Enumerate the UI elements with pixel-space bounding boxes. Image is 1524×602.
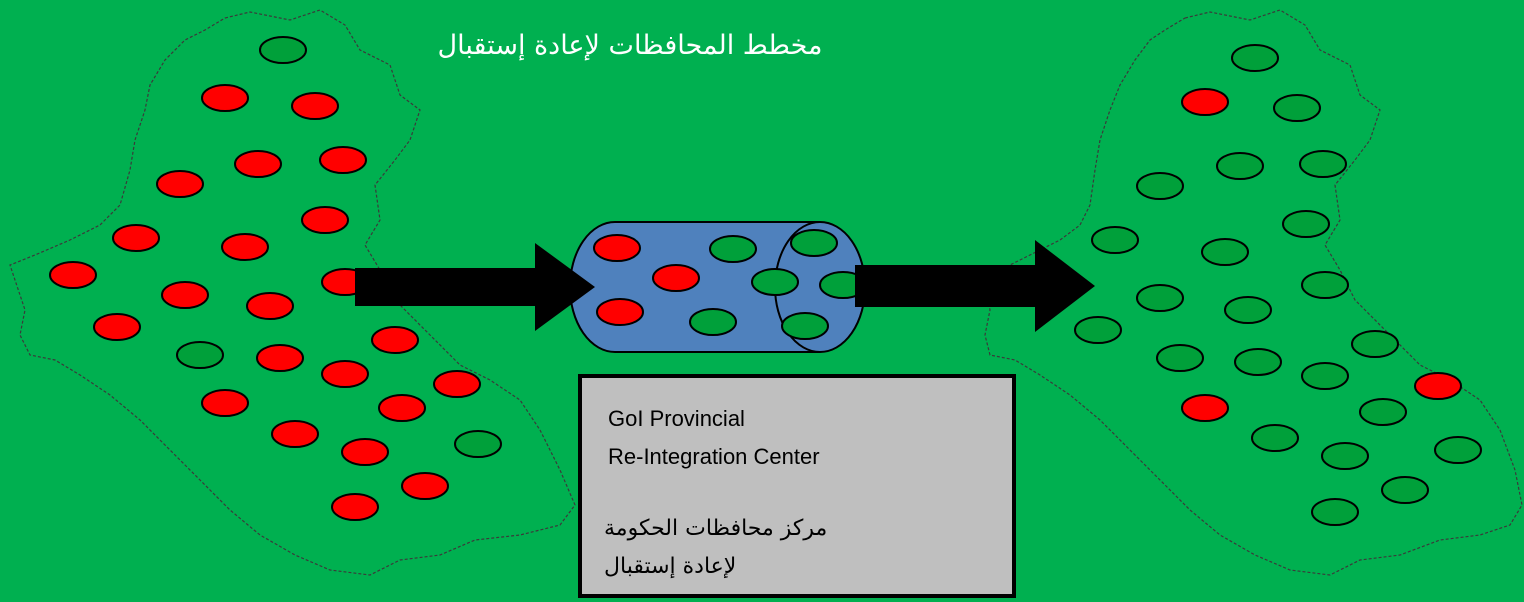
dot-green [781, 312, 829, 340]
diagram-title: مخطط المحافظات لإعادة إستقبال [437, 30, 823, 61]
dot-red [271, 420, 319, 448]
left-map-outline [9, 9, 576, 576]
dot-green [1136, 172, 1184, 200]
center-caption-box: GoI Provincial Re-Integration Center مرك… [578, 374, 1016, 598]
dot-green [1231, 44, 1279, 72]
dot-green [1156, 344, 1204, 372]
dot-red [433, 370, 481, 398]
dot-green [1216, 152, 1264, 180]
dot-red [234, 150, 282, 178]
dot-green [790, 229, 838, 257]
dot-green [709, 235, 757, 263]
dot-green [1351, 330, 1399, 358]
dot-red [256, 344, 304, 372]
right-map-outline [984, 9, 1523, 576]
caption-arabic-line1: مركز محافظات الحكومة [604, 516, 828, 541]
dot-red [156, 170, 204, 198]
dot-red [321, 360, 369, 388]
caption-english-line2: Re-Integration Center [608, 444, 820, 469]
dot-green [751, 268, 799, 296]
dot-green [1224, 296, 1272, 324]
dot-green [259, 36, 307, 64]
dot-red [93, 313, 141, 341]
dot-green [1282, 210, 1330, 238]
dot-red [652, 264, 700, 292]
dot-green [1301, 271, 1349, 299]
dot-green [1299, 150, 1347, 178]
dot-green [1321, 442, 1369, 470]
dot-green [176, 341, 224, 369]
dot-green [1234, 348, 1282, 376]
dot-green [1201, 238, 1249, 266]
dot-red [319, 146, 367, 174]
dot-green [1434, 436, 1482, 464]
dot-red [1181, 88, 1229, 116]
caption-english: GoI Provincial Re-Integration Center [608, 400, 820, 476]
dot-green [454, 430, 502, 458]
dot-red [301, 206, 349, 234]
dot-green [1251, 424, 1299, 452]
dot-red [1181, 394, 1229, 422]
caption-arabic: مركز محافظات الحكومة لإعادة إستقبال [604, 510, 827, 586]
dot-red [1414, 372, 1462, 400]
dot-red [401, 472, 449, 500]
arrow-left [355, 243, 595, 331]
dot-red [112, 224, 160, 252]
dot-red [221, 233, 269, 261]
dot-red [201, 389, 249, 417]
dot-red [161, 281, 209, 309]
dot-red [49, 261, 97, 289]
dot-red [371, 326, 419, 354]
dot-red [331, 493, 379, 521]
dot-green [1273, 94, 1321, 122]
dot-red [378, 394, 426, 422]
dot-green [1074, 316, 1122, 344]
dot-green [1381, 476, 1429, 504]
dot-green [1136, 284, 1184, 312]
dot-red [246, 292, 294, 320]
dot-red [291, 92, 339, 120]
right-map-dots [1074, 44, 1482, 526]
dot-red [341, 438, 389, 466]
reintegration-cylinder [569, 221, 867, 353]
dot-green [1301, 362, 1349, 390]
dot-red [596, 298, 644, 326]
dot-green [689, 308, 737, 336]
caption-english-line1: GoI Provincial [608, 406, 745, 431]
caption-arabic-line2: لإعادة إستقبال [604, 554, 737, 579]
dot-green [1311, 498, 1359, 526]
dot-green [1359, 398, 1407, 426]
arrow-right [855, 240, 1095, 332]
dot-red [201, 84, 249, 112]
dot-red [593, 234, 641, 262]
dot-green [1091, 226, 1139, 254]
